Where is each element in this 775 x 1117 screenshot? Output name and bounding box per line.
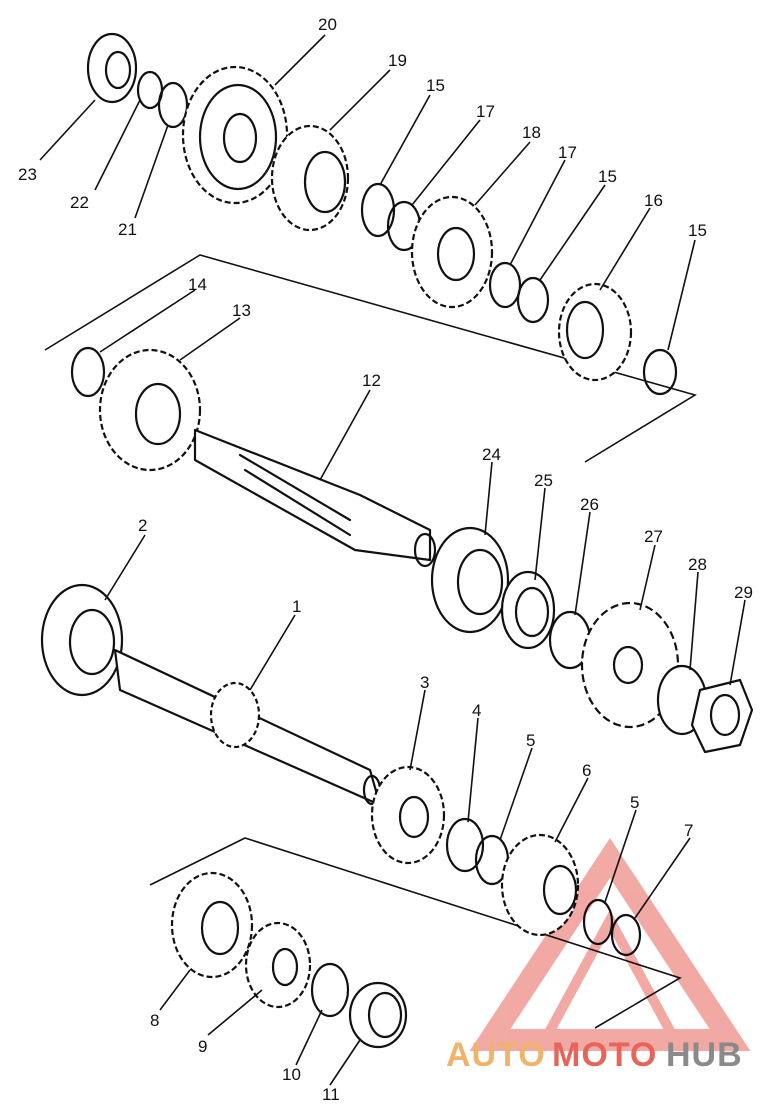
gear-9 [244,921,312,1009]
washer-4 [445,817,485,873]
gear-6 [500,833,580,937]
label-part-6: 6 [582,761,591,780]
label-part-27: 27 [644,527,663,546]
label-part-14: 14 [188,275,207,294]
washer-17b [488,261,522,309]
washer-21 [157,81,189,129]
label-part-21: 21 [118,220,137,239]
label-part-11: 11 [322,1085,340,1104]
label-part-15b: 15 [598,167,617,186]
label-part-29: 29 [734,583,753,602]
label-part-2: 2 [138,516,147,535]
main-axle-12 [193,428,437,568]
label-part-15c: 15 [688,221,707,240]
label-part-1: 1 [292,597,301,616]
label-part-20: 20 [318,15,337,34]
oil-seal-25 [500,570,556,650]
bearing-23 [86,32,138,104]
label-part-24: 24 [482,445,501,464]
label-part-9: 9 [198,1037,207,1056]
watermark-logo [469,838,751,1051]
gear-18 [410,195,494,309]
label-part-22: 22 [70,193,89,212]
circlip-15c [642,348,678,396]
label-part-19: 19 [388,51,407,70]
label-part-5b: 5 [630,793,639,812]
label-part-26: 26 [580,495,599,514]
gear-16 [557,282,633,382]
label-part-25: 25 [534,471,553,490]
watermark-moto: MOTO [552,1036,657,1074]
label-part-10: 10 [282,1065,301,1084]
bearing-2 [40,583,124,697]
gear-19 [270,124,350,232]
watermark-auto: AUTO [446,1036,546,1074]
gear-3 [370,765,446,865]
gear-8 [170,871,254,979]
part-number-labels: 23 22 21 20 19 15 17 18 17 15 16 15 14 1… [18,15,753,1104]
bushing-11 [348,981,408,1049]
circlip-15a [360,182,396,238]
label-part-12: 12 [362,371,381,390]
circlip-15b [516,276,550,324]
circlip-5b [582,898,614,946]
leader-lines [39,34,746,1086]
label-part-28: 28 [688,555,707,574]
label-part-23: 23 [18,165,37,184]
shaft-1 [113,648,382,807]
label-part-18: 18 [522,123,541,142]
upper-assembly-frame [44,254,697,463]
washer-10 [310,962,350,1018]
label-part-16: 16 [644,191,663,210]
label-part-4: 4 [472,701,481,720]
label-part-5a: 5 [526,731,535,750]
lower-assembly-frame [149,837,682,1029]
label-part-13: 13 [232,301,251,320]
label-part-3: 3 [420,673,429,692]
gear-13 [98,348,202,472]
label-part-7: 7 [684,821,693,840]
gear-20 [181,65,289,205]
label-part-17a: 17 [476,102,495,121]
circlip-7 [610,913,642,957]
label-part-17b: 17 [558,143,577,162]
watermark-hub: HUB [666,1036,743,1074]
drive-sprocket-27 [580,601,680,729]
label-part-15a: 15 [426,76,445,95]
nut-29 [690,678,754,754]
watermark-text: AUTO MOTO HUB [446,1036,743,1074]
label-part-8: 8 [150,1011,159,1030]
washer-14 [70,346,106,398]
bearing-24 [430,526,510,634]
